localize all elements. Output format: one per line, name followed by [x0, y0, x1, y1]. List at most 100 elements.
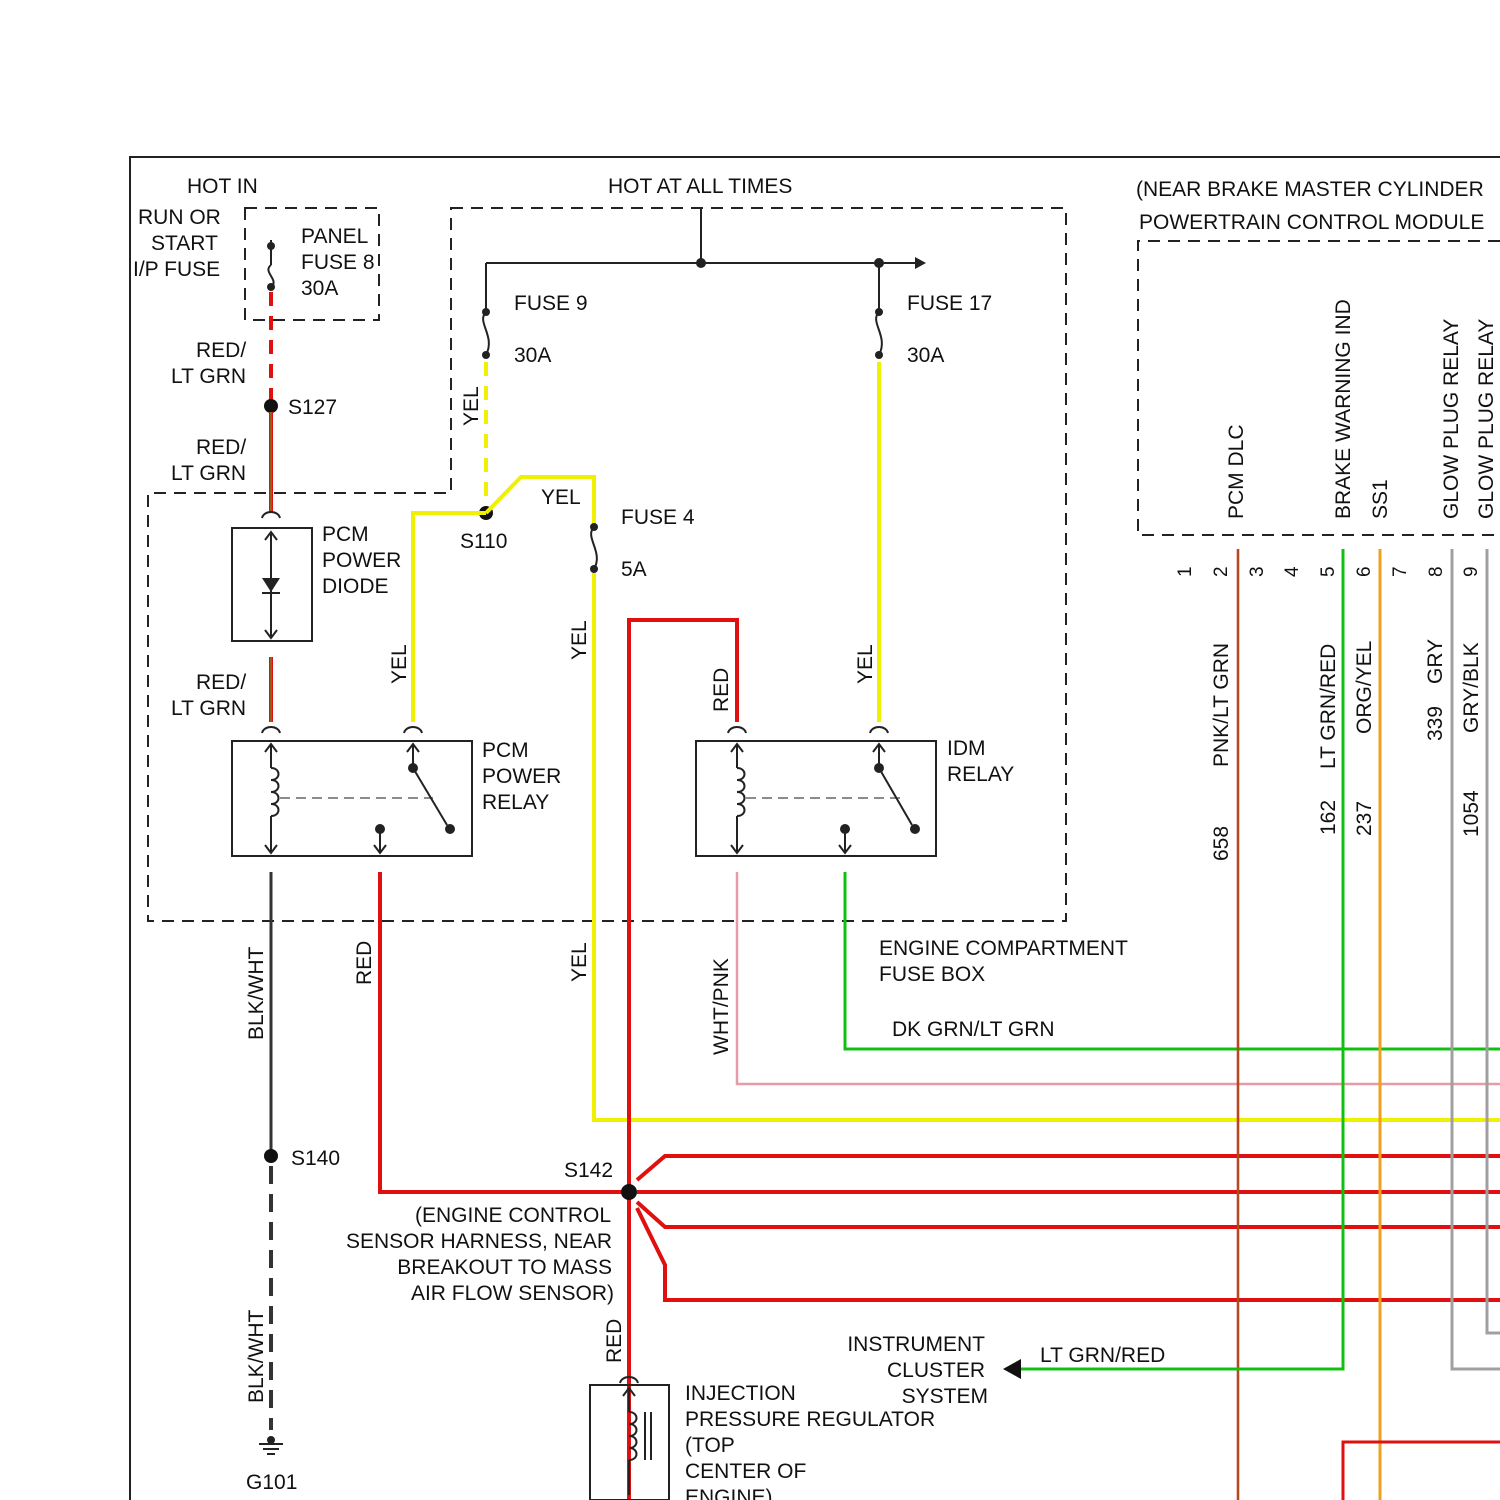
hot-in-label: HOT IN — [187, 175, 258, 198]
bus-arrow — [915, 257, 926, 269]
instrument-cluster-label-3: SYSTEM — [902, 1385, 988, 1408]
instrument-cluster-arrow — [1003, 1359, 1021, 1379]
fuse-8-amp-label: 30A — [301, 277, 338, 300]
pcm-power-relay — [232, 741, 472, 856]
injection-label-4: CENTER OF — [685, 1460, 806, 1483]
pcm-wire-color-gry-blk: GRY/BLK — [1460, 642, 1483, 733]
instrument-cluster-label-2: CLUSTER — [887, 1359, 985, 1382]
pcm-pin-number: 2 — [1211, 566, 1232, 577]
wire-red-branch-1 — [637, 1156, 1500, 1180]
fuse-4-amp-label: 5A — [621, 558, 647, 581]
engine-compartment-label-2: FUSE BOX — [879, 963, 985, 986]
wire-label-red-ltgrn-3a: RED/ — [196, 671, 246, 694]
wire-label-red-ltgrn-2a: RED/ — [196, 436, 246, 459]
splice-s142 — [621, 1184, 637, 1200]
pcm-power-diode-label-3: DIODE — [322, 575, 389, 598]
pcm-title: POWERTRAIN CONTROL MODULE — [1139, 211, 1484, 234]
wire-label-red-idm: RED — [710, 668, 733, 712]
pcm-pin-number: 9 — [1461, 566, 1482, 577]
wire-label-yel-lower: YEL — [568, 942, 591, 982]
wire-label-yel-pcm-relay: YEL — [388, 644, 411, 684]
g101-label: G101 — [246, 1471, 297, 1494]
pcm-pin-name-ss1: SS1 — [1369, 479, 1392, 519]
pcm-pin-number: 6 — [1354, 566, 1375, 577]
wire-label-red-regulator: RED — [603, 1319, 626, 1363]
pcm-pin-name-brake: BRAKE WARNING IND — [1332, 299, 1355, 519]
injection-label-1: INJECTION — [685, 1382, 796, 1405]
pcm-wire-color-pnk-lt-grn: PNK/LT GRN — [1210, 643, 1233, 767]
wire-red-lower — [1343, 1442, 1500, 1500]
fuse-17-label: FUSE 17 — [907, 292, 992, 315]
run-or-label: RUN OR — [138, 206, 221, 229]
pcm-pin-number: 4 — [1282, 566, 1303, 577]
fuse-17-symbol — [875, 308, 883, 359]
harness-label-1: (ENGINE CONTROL — [415, 1204, 611, 1227]
harness-label-3: BREAKOUT TO MASS — [397, 1256, 612, 1279]
idm-relay — [696, 741, 936, 856]
s140-label: S140 — [291, 1147, 340, 1170]
wire-label-red-ltgrn-1a: RED/ — [196, 339, 246, 362]
fuse-9-label: FUSE 9 — [514, 292, 588, 315]
pcm-wire-color-org-yel: ORG/YEL — [1353, 641, 1376, 734]
fuse-8-symbol — [267, 240, 275, 291]
pcm-wire-color-gry: GRY — [1424, 639, 1447, 684]
pcm-power-relay-label-2: POWER — [482, 765, 561, 788]
pcm-pin-name-dlc: PCM DLC — [1225, 424, 1248, 519]
pcm-pin-name-glow-1: GLOW PLUG RELAY — [1440, 319, 1463, 519]
pcm-pin-number: 1 — [1175, 566, 1196, 577]
s110-label: S110 — [460, 530, 508, 553]
wire-label-red-ltgrn-1b: LT GRN — [171, 365, 246, 388]
fuse-8-label: FUSE 8 — [301, 251, 375, 274]
wire-label-yel-fuse-4: YEL — [568, 620, 591, 660]
instrument-cluster-label-1: INSTRUMENT — [847, 1333, 985, 1356]
wire-label-wht-pnk: WHT/PNK — [710, 958, 733, 1055]
pcm-circuit-162: 162 — [1317, 800, 1340, 835]
wire-label-blk-wht-1: BLK/WHT — [245, 946, 268, 1040]
idm-relay-label-2: RELAY — [947, 763, 1014, 786]
engine-compartment-label-1: ENGINE COMPARTMENT — [879, 937, 1128, 960]
pcm-pin-name-glow-2: GLOW PLUG RELAY — [1475, 319, 1498, 519]
wire-gry-blk — [1487, 549, 1500, 1333]
wire-label-lt-grn-red-arrow: LT GRN/RED — [1040, 1344, 1165, 1367]
injection-label-2: PRESSURE REGULATOR — [685, 1408, 935, 1431]
harness-label-2: SENSOR HARNESS, NEAR — [346, 1230, 612, 1253]
wire-label-red-ltgrn-2b: LT GRN — [171, 462, 246, 485]
pcm-pin-number: 3 — [1247, 566, 1268, 577]
wire-wht-pnk — [737, 872, 1500, 1084]
s127-label: S127 — [288, 396, 337, 419]
wire-red-branch-4 — [637, 1208, 1500, 1300]
ip-fuse-label: I/P FUSE — [133, 258, 220, 281]
pcm-pin-number: 7 — [1390, 566, 1411, 577]
injection-label-3: (TOP — [685, 1434, 735, 1457]
near-brake-label: (NEAR BRAKE MASTER CYLINDER — [1136, 178, 1484, 201]
wire-label-yel-fuse-9: YEL — [460, 386, 483, 426]
wire-red-idm — [629, 620, 737, 1500]
pcm-circuit-237: 237 — [1353, 801, 1376, 836]
splice-s127 — [264, 399, 278, 413]
wire-label-yel-horizontal: YEL — [541, 486, 581, 509]
wire-label-yel-fuse-17: YEL — [854, 644, 877, 684]
pcm-power-relay-label-1: PCM — [482, 739, 529, 762]
hot-at-all-times-label: HOT AT ALL TIMES — [608, 175, 792, 198]
pcm-circuit-339: 339 — [1424, 706, 1447, 741]
wire-label-dk-grn-lt-grn: DK GRN/LT GRN — [892, 1018, 1055, 1041]
pcm-circuit-1054: 1054 — [1460, 790, 1483, 837]
fuse-9-symbol — [482, 308, 490, 359]
pcm-power-relay-label-3: RELAY — [482, 791, 549, 814]
pcm-power-diode — [232, 528, 312, 641]
wire-label-blk-wht-2: BLK/WHT — [245, 1309, 268, 1403]
fuse-4-label: FUSE 4 — [621, 506, 695, 529]
ground-g101-symbol — [259, 1436, 283, 1454]
panel-label: PANEL — [301, 225, 368, 248]
fuse-4-symbol — [590, 523, 598, 573]
pcm-pin-number: 5 — [1318, 566, 1339, 577]
pcm-wire-color-lt-grn-red: LT GRN/RED — [1317, 644, 1340, 769]
splice-s140 — [264, 1149, 278, 1163]
start-label: START — [151, 232, 218, 255]
wire-red-branch-3 — [637, 1202, 1500, 1227]
s142-label: S142 — [564, 1159, 613, 1182]
wire-label-red-pcm-relay: RED — [353, 941, 376, 985]
pcm-power-diode-label-1: PCM — [322, 523, 369, 546]
injection-label-5: ENGINE) — [685, 1486, 773, 1500]
